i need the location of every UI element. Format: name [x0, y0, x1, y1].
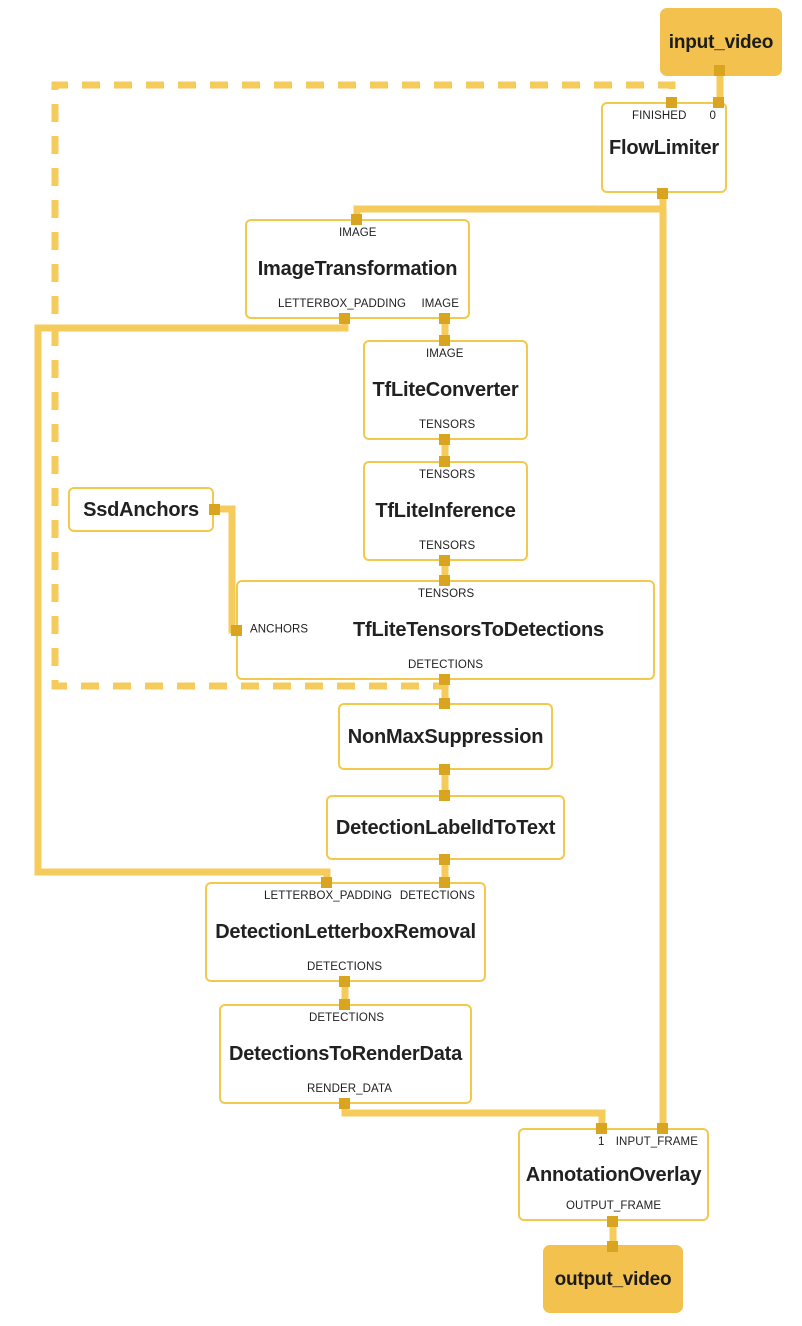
node-detection-label-id-to-text[interactable]: DetectionLabelIdToText	[326, 795, 565, 860]
port-label-letterbox-padding-in: LETTERBOX_PADDING	[264, 890, 393, 902]
port-label-tensors-out: TENSORS	[419, 418, 476, 431]
port-input-video-out	[714, 65, 725, 76]
port-labelidtotext-out	[439, 854, 450, 865]
port-letterboxremoval-detections-out	[339, 976, 350, 987]
node-image-transformation[interactable]: IMAGE ImageTransformation LETTERBOX_PADD…	[245, 219, 470, 319]
port-label-detections-out: DETECTIONS	[408, 658, 484, 671]
node-tflite-inference[interactable]: TENSORS TfLiteInference TENSORS	[363, 461, 528, 561]
port-tfliteconverter-tensors-out	[439, 434, 450, 445]
node-tflite-tensors-to-detections[interactable]: TENSORS ANCHORS TfLiteTensorsToDetection…	[236, 580, 655, 680]
port-tensorstodetections-anchors	[231, 625, 242, 636]
node-label: SsdAnchors	[83, 498, 199, 521]
node-label: AnnotationOverlay	[525, 1163, 702, 1186]
port-flowlimiter-finished	[666, 97, 677, 108]
node-label: ImageTransformation	[257, 258, 458, 280]
port-label-index-0: 0	[709, 110, 716, 122]
node-label: TfLiteTensorsToDetections	[353, 619, 604, 641]
node-label: TfLiteInference	[375, 500, 516, 522]
node-output-video[interactable]: output_video	[543, 1245, 683, 1313]
port-letterboxremoval-letterbox-padding-in	[321, 877, 332, 888]
port-label-detections-out: DETECTIONS	[307, 960, 383, 973]
port-tfliteinference-tensors-in	[439, 456, 450, 467]
port-annotationoverlay-1	[596, 1123, 607, 1134]
port-label-render-data-out: RENDER_DATA	[307, 1082, 393, 1095]
port-output-video-in	[607, 1241, 618, 1252]
port-tfliteinference-tensors-out	[439, 555, 450, 566]
node-annotation-overlay[interactable]: 1 INPUT_FRAME AnnotationOverlay OUTPUT_F…	[518, 1128, 709, 1221]
port-letterboxremoval-detections-in	[439, 877, 450, 888]
node-label: DetectionsToRenderData	[228, 1043, 463, 1065]
node-label: DetectionLetterboxRemoval	[215, 921, 476, 943]
node-label: NonMaxSuppression	[347, 725, 544, 748]
node-detections-to-render-data[interactable]: DETECTIONS DetectionsToRenderData RENDER…	[219, 1004, 472, 1104]
port-nonmaxsuppression-in	[439, 698, 450, 709]
port-imagetransformation-image-out	[439, 313, 450, 324]
port-flowlimiter-0	[713, 97, 724, 108]
node-label: FlowLimiter	[608, 136, 720, 159]
node-non-max-suppression[interactable]: NonMaxSuppression	[338, 703, 553, 770]
port-label-detections-in: DETECTIONS	[399, 890, 475, 902]
port-detectionstorenderdata-detections-in	[339, 999, 350, 1010]
port-imagetransformation-image-in	[351, 214, 362, 225]
port-tensorstodetections-tensors-in	[439, 575, 450, 586]
port-label-anchors: ANCHORS	[250, 623, 309, 636]
port-ssdanchors-out	[209, 504, 220, 515]
node-input-video[interactable]: input_video	[660, 8, 782, 76]
port-annotationoverlay-input-frame	[657, 1123, 668, 1134]
port-label-image-in: IMAGE	[426, 348, 464, 360]
node-label: output_video	[554, 1268, 672, 1290]
port-label-output-frame: OUTPUT_FRAME	[566, 1199, 662, 1212]
node-tflite-converter[interactable]: IMAGE TfLiteConverter TENSORS	[363, 340, 528, 440]
port-label-letterbox-padding: LETTERBOX_PADDING	[278, 297, 407, 310]
node-label: DetectionLabelIdToText	[335, 816, 556, 839]
port-label-image-in: IMAGE	[339, 227, 377, 239]
node-label: TfLiteConverter	[372, 379, 519, 401]
port-tfliteconverter-image-in	[439, 335, 450, 346]
port-label-input-frame: INPUT_FRAME	[615, 1136, 698, 1148]
port-nonmaxsuppression-out	[439, 764, 450, 775]
port-tensorstodetections-detections-out	[439, 674, 450, 685]
port-labelidtotext-in	[439, 790, 450, 801]
port-label-image-out: IMAGE	[421, 297, 459, 310]
node-flow-limiter[interactable]: FINISHED 0 FlowLimiter	[601, 102, 727, 193]
port-label-tensors-in: TENSORS	[418, 588, 475, 600]
port-label-tensors-in: TENSORS	[419, 469, 476, 481]
port-detectionstorenderdata-render-data-out	[339, 1098, 350, 1109]
port-label-detections-in: DETECTIONS	[309, 1012, 385, 1024]
port-flowlimiter-out	[657, 188, 668, 199]
port-label-tensors-out: TENSORS	[419, 539, 476, 552]
port-imagetransformation-letterbox-padding	[339, 313, 350, 324]
port-label-index-1: 1	[598, 1136, 605, 1148]
port-annotationoverlay-output-frame	[607, 1216, 618, 1227]
node-ssd-anchors[interactable]: SsdAnchors	[68, 487, 214, 532]
port-label-finished: FINISHED	[632, 110, 687, 122]
node-detection-letterbox-removal[interactable]: LETTERBOX_PADDING DETECTIONS DetectionLe…	[205, 882, 486, 982]
node-label: input_video	[668, 31, 774, 53]
